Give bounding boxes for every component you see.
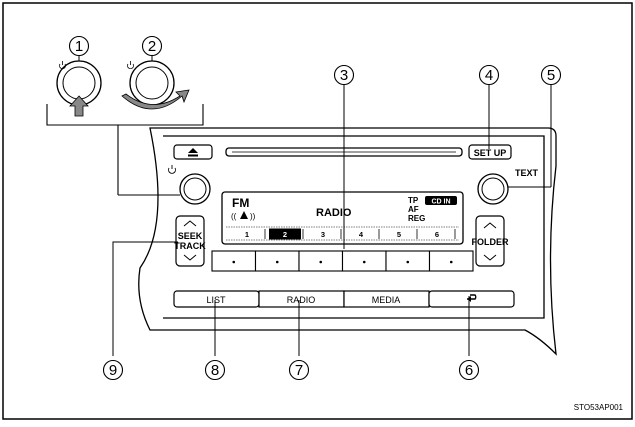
leader-lines [78,55,552,356]
callouts: 1 2 3 4 5 6 7 8 9 [68,35,562,381]
indicator-tp: TP [408,196,419,205]
turn-knob-detail [121,60,190,110]
svg-text:4: 4 [359,230,364,239]
callout-7: 7 [288,359,310,381]
svg-text:2: 2 [148,38,156,55]
cd-in-indicator: CD IN [425,196,457,206]
band-indicator: FM [232,196,249,210]
chevron-down-icon [183,254,197,261]
radio-label: RADIO [287,295,316,305]
back-button[interactable] [428,290,515,308]
svg-text:6: 6 [465,362,473,379]
callout-8: 8 [204,359,226,381]
figure-code: STO53AP001 [574,403,624,412]
display-preset-1: 1 [245,229,266,239]
callout-3: 3 [333,64,355,86]
svg-text:1: 1 [245,230,249,239]
display: FM (( )) RADIO TP AF REG CD IN 1 2 3 4 5 6 [221,191,464,245]
chevron-down-icon [483,254,497,261]
preset-button-2[interactable] [254,250,300,272]
svg-text:2: 2 [283,230,287,239]
power-icon [59,61,66,69]
folder-button[interactable]: FOLDER [472,215,509,267]
svg-text:3: 3 [321,230,325,239]
setup-label: SET UP [474,148,507,158]
power-icon [127,61,134,69]
source-indicator: RADIO [316,207,352,219]
svg-text:((: (( [231,212,237,221]
eject-button[interactable] [173,144,213,160]
knob-detail-inset [46,104,204,196]
power-icon [168,165,176,174]
seek-label: SEEK [178,231,203,241]
callout-9: 9 [102,359,124,381]
track-label: TRACK [174,241,206,251]
radio-button[interactable]: RADIO [258,290,345,308]
chevron-up-icon [183,220,197,227]
list-label: LIST [206,295,226,305]
preset-button-6[interactable] [428,250,474,272]
display-preset-4: 4 [359,229,380,239]
svg-text:8: 8 [211,362,219,379]
preset-row: 1 2 3 4 5 6 [245,228,456,240]
svg-text:5: 5 [397,230,401,239]
svg-text:CD IN: CD IN [431,199,450,206]
callout-2: 2 [141,35,163,57]
chevron-up-icon [483,222,497,229]
svg-text:1: 1 [75,38,83,55]
callout-6: 6 [458,359,480,381]
display-preset-6: 6 [435,229,456,239]
eject-icon [188,148,198,157]
svg-text:9: 9 [109,362,117,379]
svg-text:)): )) [250,212,256,221]
preset-button-1[interactable] [211,250,257,272]
preset-button-3[interactable] [298,250,344,272]
text-label: TEXT [515,168,539,178]
svg-text:7: 7 [295,362,303,379]
callout-1: 1 [68,35,90,57]
folder-label: FOLDER [472,237,509,247]
media-button[interactable]: MEDIA [343,290,430,308]
svg-text:4: 4 [485,67,493,84]
callout-5: 5 [540,64,562,86]
power-volume-knob[interactable] [179,173,211,205]
seek-track-button[interactable]: SEEK TRACK [174,215,206,267]
svg-text:5: 5 [547,67,555,84]
push-knob-detail [56,60,102,117]
display-preset-2: 2 [269,228,304,240]
callout-4: 4 [478,64,500,86]
preset-buttons [211,250,474,272]
svg-text:3: 3 [340,67,348,84]
svg-text:6: 6 [435,230,439,239]
display-preset-3: 3 [321,229,342,239]
list-button[interactable]: LIST [173,290,260,308]
preset-button-5[interactable] [385,250,431,272]
rotate-arrow-icon [121,89,190,110]
tune-text-knob[interactable] [477,173,509,205]
rds-antenna-icon: (( )) [231,211,256,221]
media-label: MEDIA [372,295,401,305]
push-arrow-icon [69,95,89,117]
display-preset-5: 5 [397,229,418,239]
setup-button[interactable]: SET UP [468,144,512,160]
indicator-af: AF [408,205,419,214]
preset-button-4[interactable] [341,250,387,272]
indicator-reg: REG [408,214,425,223]
